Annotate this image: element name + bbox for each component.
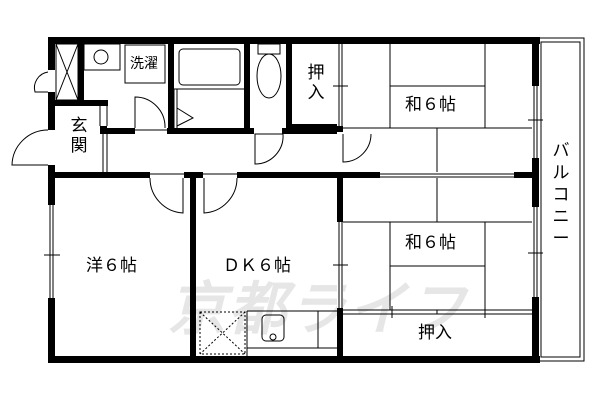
room-label-washitsu-top: 和６帖 [405, 95, 456, 115]
room-label-dk: ＤＫ６帖 [223, 256, 291, 276]
watermark: 京都ライフ [168, 275, 469, 343]
room-label-balcony: バルコニー [552, 141, 570, 250]
room-label-closet-top: 押入 [307, 63, 325, 103]
room-label-entrance: 玄関 [70, 116, 88, 156]
room-label-washer: 洗濯 [130, 56, 158, 72]
room-label-washitsu-bottom: 和６帖 [405, 233, 456, 253]
room-label-closet-bottom: 押入 [418, 323, 452, 343]
room-label-youshitsu: 洋６帖 [86, 256, 137, 276]
